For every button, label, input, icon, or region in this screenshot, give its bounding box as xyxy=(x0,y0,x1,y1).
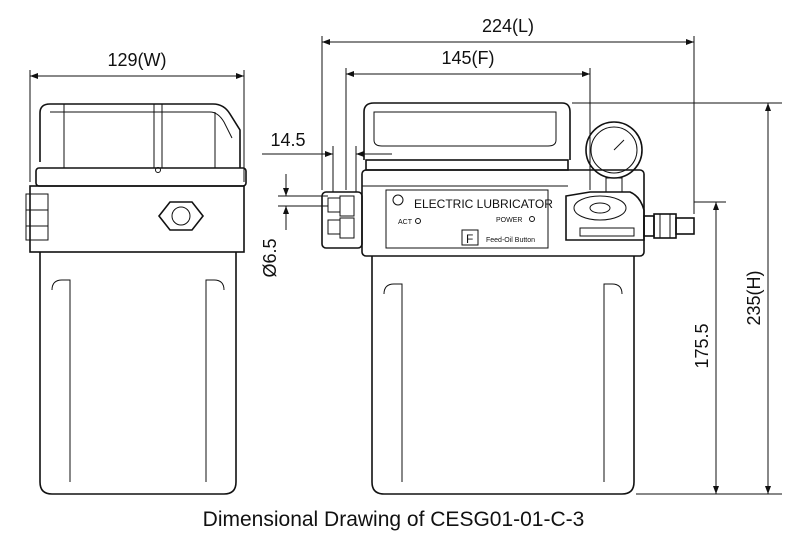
dim-height-label: 235(H) xyxy=(744,270,764,325)
dimension-outlet-height xyxy=(636,201,782,495)
dimension-diameter xyxy=(278,174,328,230)
dim-diameter-label: Ø6.5 xyxy=(260,238,280,277)
power-label: POWER xyxy=(496,217,522,224)
side-view xyxy=(25,103,247,495)
front-view xyxy=(321,102,695,495)
dimension-length xyxy=(321,36,695,214)
dimension-height xyxy=(572,102,782,494)
feed-oil-button xyxy=(461,229,479,246)
drawing-caption: Dimensional Drawing of CESG01-01-C-3 xyxy=(202,508,585,531)
dimension-front xyxy=(345,68,591,190)
dimension-offset xyxy=(262,146,392,192)
dim-outlet-height-label: 175.5 xyxy=(692,323,712,368)
feed-oil-button-label: Feed-Oil Button xyxy=(486,237,535,244)
power-indicator xyxy=(529,216,535,222)
act-label: ACT xyxy=(398,219,413,226)
dim-length-label: 224(L) xyxy=(482,16,534,36)
dim-width-label: 129(W) xyxy=(107,50,166,70)
dim-offset-label: 14.5 xyxy=(270,130,305,150)
feed-oil-button-key: F xyxy=(466,232,473,246)
dim-front-label: 145(F) xyxy=(441,48,494,68)
panel-title: ELECTRIC LUBRICATOR xyxy=(414,197,553,211)
dimension-width xyxy=(29,70,245,182)
act-indicator xyxy=(415,218,421,224)
